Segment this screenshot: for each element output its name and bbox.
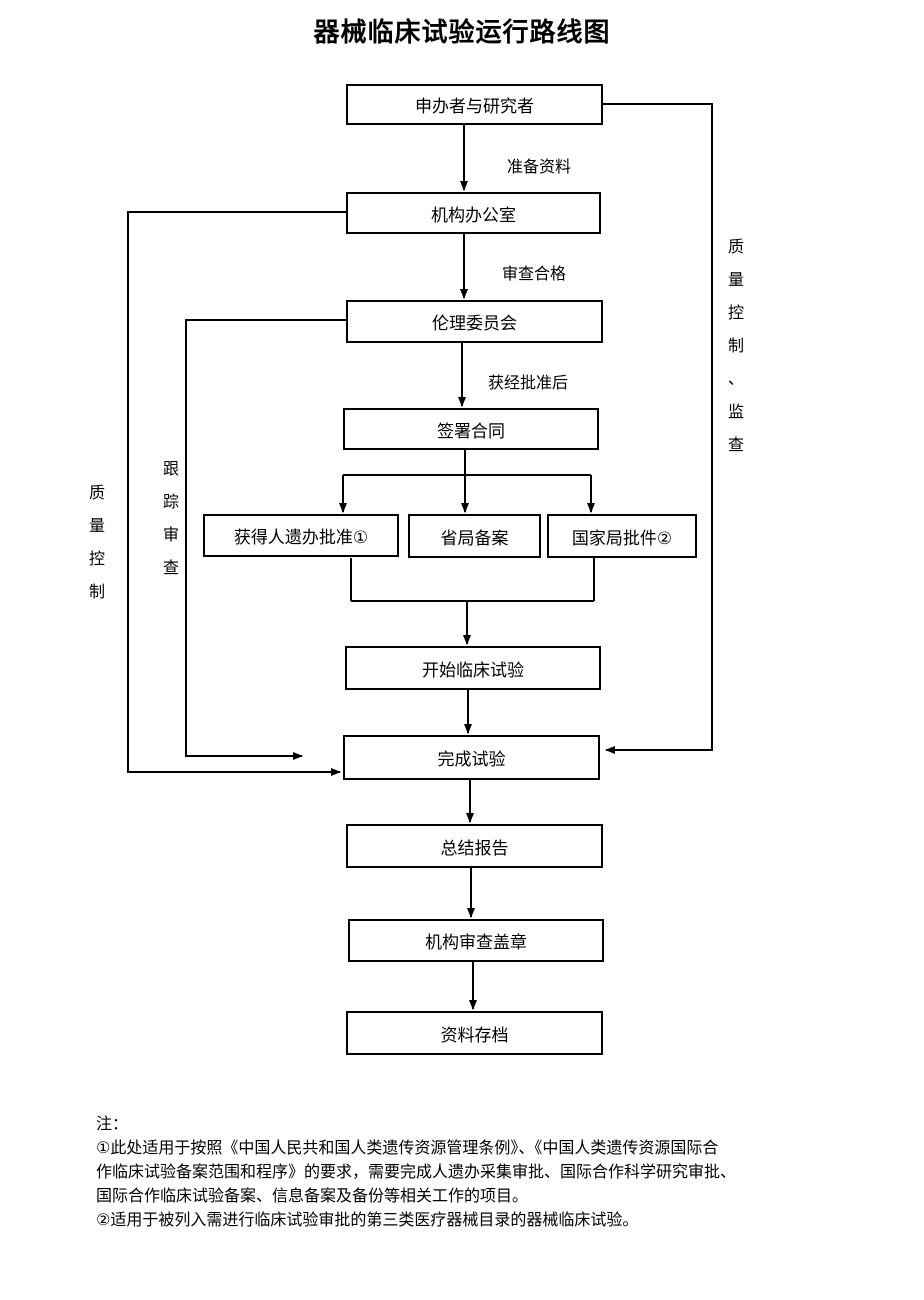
box-summary-report: 总结报告 [346,824,603,868]
notes: 注： ①此处适用于按照《中国人民共和国人类遗传资源管理条例》、《中国人类遗传资源… [96,1112,866,1232]
note-line: ①此处适用于按照《中国人民共和国人类遗传资源管理条例》、《中国人类遗传资源国际合 [96,1138,719,1157]
loop-right-quality-control [602,103,713,754]
notes-heading: 注： [96,1114,129,1133]
side-label-right-quality-control: 质 量 控 制 、 监 查 [727,237,744,454]
box-province-filing: 省局备案 [408,514,541,558]
page-title: 器械临床试验运行路线图 [313,18,611,48]
box-hgrac-approval: 获得人遗办批准① [203,514,399,557]
box-start-trial: 开始临床试验 [345,646,601,690]
box-ethics: 伦理委员会 [346,300,603,343]
box-complete-trial: 完成试验 [343,735,600,780]
note-line: 作临床试验备案范围和程序》的要求，需要完成人遗办采集审批、国际合作科学研究审批、 [96,1162,737,1181]
box-institution-seal: 机构审查盖章 [348,919,604,962]
edge-label-after-approval: 获经批准后 [488,373,569,392]
side-label-left-quality-control: 质 量 控 制 [88,483,105,601]
loop-left-quality-control [127,211,346,776]
box-sponsor: 申办者与研究者 [346,84,603,125]
note-line: ②适用于被列入需进行临床试验审批的第三类医疗器械目录的器械临床试验。 [96,1210,639,1229]
loop-tracking-review [185,319,346,760]
edge-label-prepare: 准备资料 [507,157,572,176]
side-label-tracking-review: 跟 踪 审 查 [162,459,179,577]
box-archive: 资料存档 [346,1011,603,1055]
box-nmpa-approval: 国家局批件② [547,514,697,558]
box-institution-office: 机构办公室 [346,192,601,234]
note-line: 国际合作临床试验备案、信息备案及备份等相关工作的项目。 [96,1186,529,1205]
edge-label-review-pass: 审查合格 [502,264,567,283]
box-contract: 签署合同 [343,408,599,450]
